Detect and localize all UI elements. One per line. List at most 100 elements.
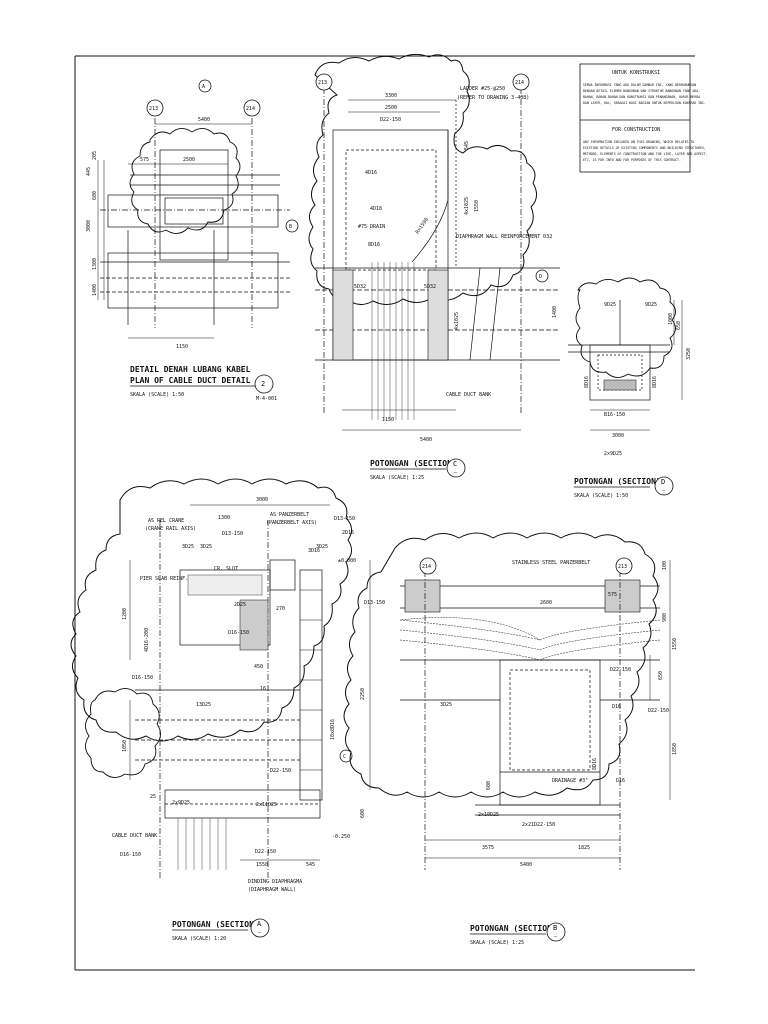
rebar-label: D22-150 <box>270 768 291 774</box>
dim-label: 575 <box>140 157 149 163</box>
revision-cloud-section-d <box>575 277 676 378</box>
notes-line-en-4: ETC, IS FOR INFO AND FOR PURPOSES OF THI… <box>583 158 681 162</box>
pier-slab-label: PIER SLAB REINF. <box>140 576 188 582</box>
dim-label: 1200 <box>122 608 128 620</box>
section-marker-b-plan <box>285 219 299 233</box>
dim-label: 16 <box>260 686 266 692</box>
section-b-marker-bubble <box>546 922 566 942</box>
dim-label: 1300 <box>92 258 98 270</box>
section-marker-a-plan-label: A <box>202 84 205 90</box>
notes-heading-id: UNTUK KONSTRUKSI <box>612 70 660 76</box>
detail-ref: M-4-001 <box>256 396 277 402</box>
level-label: -0.250 <box>332 834 350 840</box>
dim-label: 650 <box>658 671 664 680</box>
grid-label-213-plan: 213 <box>149 106 158 112</box>
section-c-drawing <box>308 53 560 431</box>
dim-label: 2500 <box>183 157 195 163</box>
dim-label: 600 <box>92 191 98 200</box>
dim-label: 3300 <box>385 93 397 99</box>
section-marker-d-callout <box>535 269 549 283</box>
revision-cloud-section-c <box>308 53 537 305</box>
rebar-label: 8D16 <box>592 758 598 770</box>
diaphragm-wall-label: DINDING DIAPHRAGMA <box>248 879 302 885</box>
dim-label: 1550 <box>672 638 678 650</box>
section-marker-c-callout <box>339 749 353 763</box>
dim-label: 900 <box>662 613 668 622</box>
notes-line-id-2: DENGAN DETAIL ELEMEN BANGUNAN DAN STRUKT… <box>583 89 700 93</box>
dim-label: 3575 <box>482 845 494 851</box>
title-block-section-d: POTONGAN (SECTION) SKALA (SCALE) 1:50 D … <box>574 476 674 499</box>
rebar-label: 2D16 <box>342 530 354 536</box>
diaphragm-wall-label-en: (DIAPHRAGM WALL) <box>248 887 296 893</box>
notes-line-en-3: METHODS, ELEMENTS OF CONSTRUCTION AND TH… <box>583 152 708 156</box>
drainage-label: DRAINAGE #3" <box>552 778 588 784</box>
section-c-title: POTONGAN (SECTION) <box>370 459 457 468</box>
grid-bubble-213-plan <box>146 99 164 117</box>
rebar-label: 8D16 <box>584 376 590 388</box>
construction-notes: UNTUK KONSTRUKSI SEMUA INFORMASI YANG AD… <box>579 63 708 173</box>
dim-label: 545 <box>306 862 315 868</box>
grid-label-214-section-c: 214 <box>515 80 524 86</box>
panzerbelt-label: AS PANZERBELT <box>270 512 309 518</box>
rebar-label: 2x10D25 <box>478 812 499 818</box>
rebar-label: 3D25 <box>316 544 328 550</box>
crane-rail-label-en: (CRANE RAIL AXIS) <box>145 526 196 532</box>
cable-duct-hatch-section-a <box>177 818 227 870</box>
rebar-label: D16 <box>612 704 621 710</box>
cable-duct-bank-label-a: CABLE DUCT BANK <box>112 833 157 839</box>
dim-label: 1850 <box>672 743 678 755</box>
dim-label: 4x1025 <box>454 312 460 330</box>
dim-label: 2600 <box>540 600 552 606</box>
rebar-label: 2x9D25 <box>172 800 190 806</box>
notes-line-en-2: EXISTING DETAILS OF EXISTING COMPONENTS … <box>583 146 706 150</box>
dim-label: 3000 <box>612 433 624 439</box>
detail-number: 2 <box>261 380 265 388</box>
dim-label: 3250 <box>686 348 692 360</box>
panzerbelt-label-en: (PANZERBELT AXIS) <box>266 520 317 526</box>
dim-label: 1550 <box>256 862 268 868</box>
section-a-scale: SKALA (SCALE) 1:20 <box>172 936 226 942</box>
rebar-label: D16-150 <box>120 852 141 858</box>
rebar-label: 3D25 <box>440 702 452 708</box>
grid-bubble-214-section-c <box>512 73 530 91</box>
rebar-label: 2x21D22-150 <box>522 822 555 828</box>
section-marker-b-plan-label: B <box>289 224 292 230</box>
grid-label-214-section-b: 214 <box>422 564 431 570</box>
rebar-label: 8D16 <box>368 242 380 248</box>
detail-plan-cable-duct <box>97 118 290 339</box>
dim-label: 1400 <box>552 306 558 318</box>
section-c-marker-sub: – <box>454 470 458 476</box>
notes-heading-en: FOR CONSTRUCTION <box>612 127 660 133</box>
cable-duct-bank-hatch <box>371 262 415 420</box>
section-b-marker-sub: – <box>554 934 558 940</box>
section-c-marker-bubble <box>446 458 466 478</box>
dim-label: 3D25 <box>200 544 212 550</box>
dim-label: 2D25 <box>234 602 246 608</box>
rebar-label: 5D32 <box>354 284 366 290</box>
crane-rail-label: AS REL CRANE <box>148 518 184 524</box>
rebar-label: 9D25 <box>645 302 657 308</box>
dim-label: 600 <box>486 781 492 790</box>
dim-label: 205 <box>92 151 98 160</box>
dim-label: 3000 <box>256 497 268 503</box>
section-d-marker-sub: – <box>662 488 666 494</box>
dim-label: 545 <box>464 141 470 150</box>
rebar-label: 10x8D16 <box>330 719 336 740</box>
title-block-section-b: POTONGAN (SECTION) SKALA (SCALE) 1:25 B … <box>470 922 566 946</box>
dim-label: 1550 <box>474 200 480 212</box>
rebar-label: D16 <box>616 778 625 784</box>
dim-label: 1825 <box>578 845 590 851</box>
dim-label: 270 <box>276 606 285 612</box>
dim-label: 4D16-200 <box>144 628 150 652</box>
grid-bubble-214-plan <box>243 99 261 117</box>
drain-label: #75 DRAIN <box>358 224 385 230</box>
dim-label: 1150 <box>176 344 188 350</box>
dim-label: 2250 <box>360 688 366 700</box>
rebar-label: D22-150 <box>648 708 669 714</box>
section-a-marker-bubble <box>250 918 270 938</box>
cr-slot-label: CR. SLOT <box>214 566 238 572</box>
rebar-label: D16-150 <box>228 630 249 636</box>
dim-label: 1150 <box>382 417 394 423</box>
detail-title-en: PLAN OF CABLE DUCT DETAIL <box>130 376 251 385</box>
grid-bubble-213-section-b <box>615 557 633 575</box>
